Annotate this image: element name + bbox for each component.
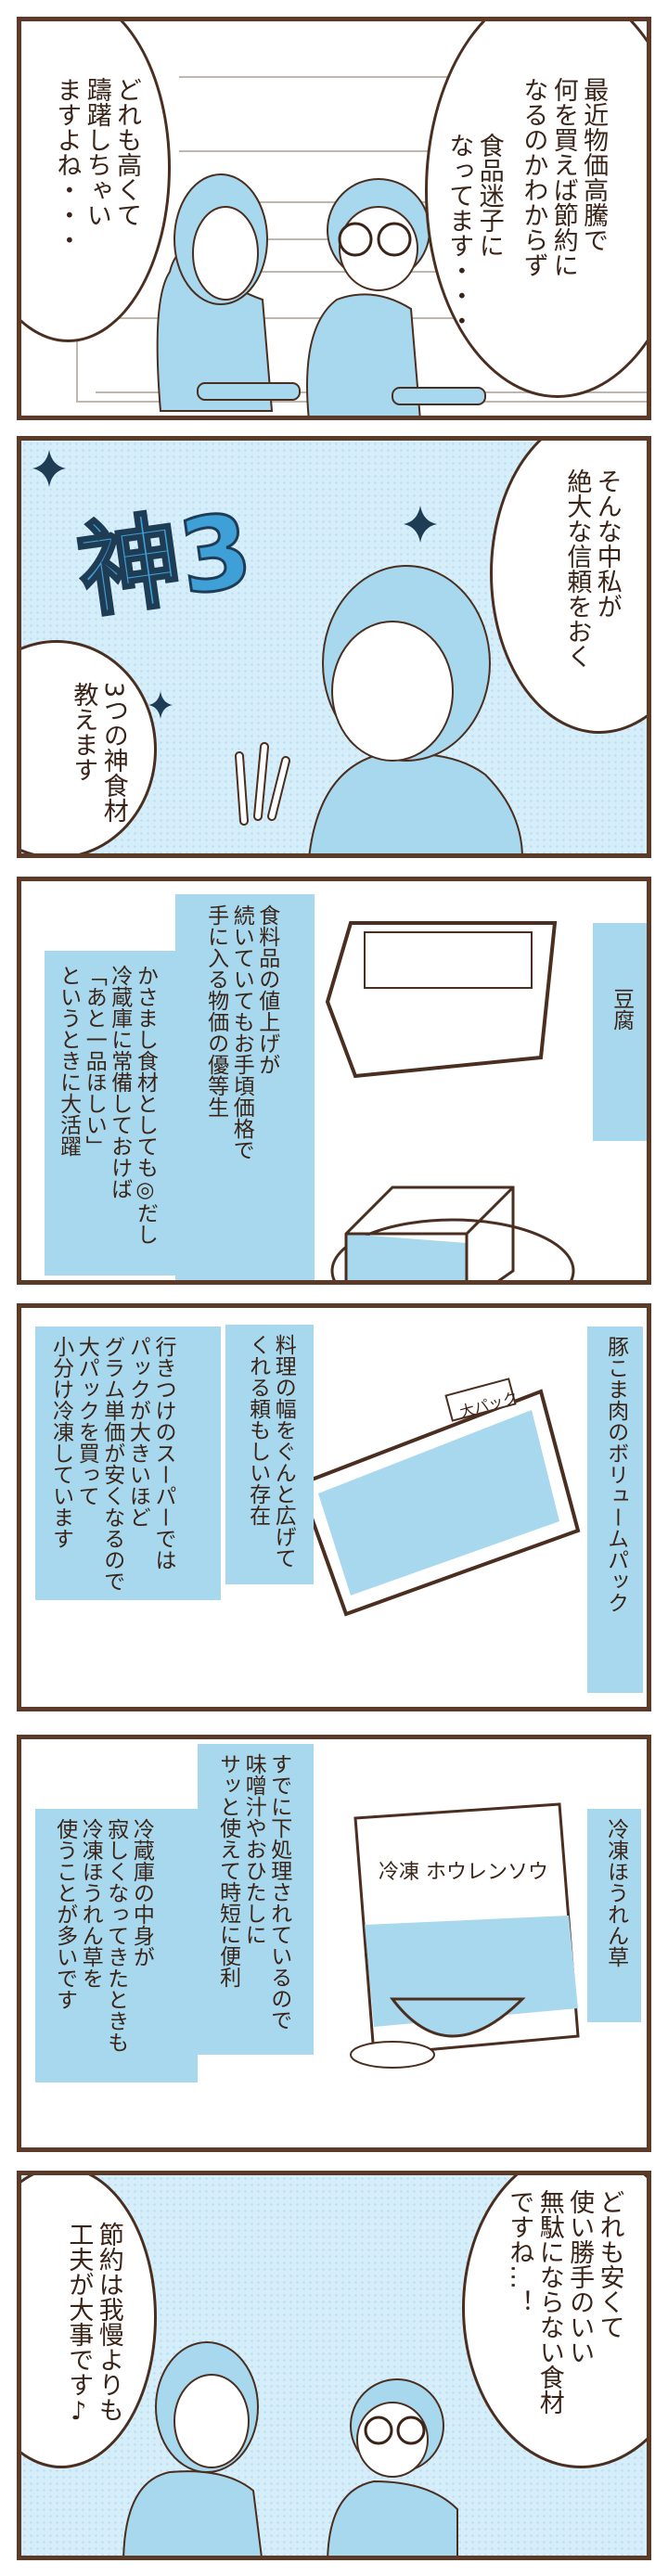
panel-5-frozen-spinach: 冷凍 ホウレンソウ 冷凍ほうれん草 すでに下処理されているので 味噌汁やおひたし…: [17, 1735, 651, 2152]
panel-3-tofu: 豆腐 食料品の値上げが 続いていてもお手頃価格で 手に入る物価の優等生 かさまし…: [17, 877, 651, 1285]
woman-holding-three-fingers-illustration: [32, 450, 523, 853]
item-label: [593, 923, 647, 1141]
caption-box-1: [198, 1744, 314, 2055]
line: 最近物価高騰で: [579, 77, 609, 252]
item-label: [587, 1326, 643, 1693]
line: そんな中私が: [592, 468, 622, 619]
line: 冷蔵庫の中身が: [129, 1818, 154, 1967]
panel-6-conclusion: どれも安くて 使い勝手のいい 無駄にならない食材 ですね…！ 節約は我慢よりも …: [17, 2171, 651, 2560]
pork-pack-illustration: 大パック: [297, 1378, 581, 1617]
caption-text-1: すでに下処理されているので 味噌汁やおひたしに サッと使えて時短に便利: [214, 1753, 291, 2031]
line: ですね…！: [505, 2189, 534, 2314]
line: 無駄にならない食材: [534, 2189, 564, 2415]
line: 食品迷子に: [474, 133, 504, 258]
sparkle-icon: [148, 691, 173, 719]
speech-text-1: そんな中私が 絶大な信頼をおく: [561, 468, 622, 669]
caption-text-2: 冷蔵庫の中身が 寂しくなってきたときも 冷凍ほうれん草を 使うことが多いです: [51, 1818, 154, 2053]
line: パックが大きいほど: [125, 1336, 150, 1528]
item-name: 冷凍ほうれん草: [603, 1818, 628, 1967]
title-kami-3: 神3: [70, 489, 261, 634]
line: 冷凍ほうれん草を: [78, 1818, 103, 1989]
panel-1-supermarket: 最近物価高騰で 何を買えば節約に なるのかわからず 食品迷子に なってます・・・…: [17, 17, 651, 420]
line: 続いていてもお手頃価格で: [229, 904, 254, 1160]
item-name: 豚こま肉のボリュームパック: [603, 1336, 628, 1613]
line: 使うことが多いです: [52, 1818, 77, 2010]
caption-text-2: かさまし食材としても◎だし 冷蔵庫に常備しておけば 「あと一品ほしい」 というと…: [55, 965, 158, 1245]
caption-box-1: [225, 1325, 314, 1584]
speech-text-3: どれも高くて 躊躇しちゃい ますよね・・・: [51, 77, 141, 252]
line: 料理の幅をぐんと広げて: [271, 1334, 296, 1569]
caption-text-1: 食料品の値上げが 続いていてもお手頃価格で 手に入る物価の優等生: [202, 904, 279, 1160]
line: グラム単価が安くなるので: [99, 1336, 124, 1592]
package-label: 冷凍 ホウレンソウ: [379, 1861, 548, 1884]
line: 「あと一品ほしい」: [82, 965, 107, 1157]
line: というときに大活躍: [56, 965, 81, 1157]
line: 小分け冷凍しています: [48, 1336, 73, 1549]
sparkle-icon: [32, 450, 66, 487]
caption-text-1: 料理の幅をぐんと広げて くれる頼もしい存在: [244, 1334, 296, 1569]
tofu-illustration: [325, 921, 575, 1280]
line: なるのかわからず: [519, 77, 548, 277]
line: 節約は我慢よりも: [94, 2222, 123, 2422]
line: 冷蔵庫に常備しておけば: [107, 965, 132, 1199]
caption-box-1: [175, 894, 315, 1280]
line: 手に入る物価の優等生: [203, 904, 228, 1118]
line: 食料品の値上げが: [254, 904, 279, 1075]
line: かさまし食材としても◎だし: [133, 965, 158, 1245]
item-label: [587, 1809, 641, 2022]
supermarket-shelves-illustration: [76, 76, 647, 416]
line: 何を買えば節約に: [548, 77, 578, 277]
line: サッと使えて時短に便利: [215, 1753, 240, 1988]
speech-text-2: 節約は我慢よりも 工夫が大事です♪: [63, 2222, 123, 2426]
line: 寂しくなってきたときも: [103, 1818, 128, 2053]
caption-box-2: [35, 1326, 221, 1600]
speech-text-1: 最近物価高騰で 何を買えば節約に なるのかわからず: [518, 77, 608, 277]
panel-2-god-three: 神3 そんな中私が 絶大な信頼をおく 3つの神食材 教えます: [17, 436, 651, 858]
speech-text-2: 3つの神食材 教えます: [68, 682, 128, 824]
speech-text-2: 食品迷子に なってます・・・: [443, 133, 504, 333]
line: どれも高くて: [112, 77, 142, 227]
speech-text-1: どれも安くて 使い勝手のいい 無駄にならない食材 ですね…！: [504, 2189, 624, 2415]
line: 3つの神食材: [98, 682, 128, 824]
panel-4-pork-pack: 大パック 豚こま肉のボリュームパック 料理の幅をぐんと広げて くれる頼もしい存在…: [17, 1303, 651, 1711]
line: 躊躇しちゃい: [82, 77, 111, 227]
two-women-illustration: [122, 2341, 458, 2556]
line: すでに下処理されているので: [266, 1753, 291, 2031]
line: 教えます: [69, 682, 98, 782]
line: 行きつけのスーパーでは: [150, 1336, 175, 1570]
line: 味噌汁やおひたしに: [241, 1753, 266, 1945]
line: 絶大な信頼をおく: [562, 468, 592, 669]
frozen-spinach-illustration: 冷凍 ホウレンソウ: [350, 1802, 580, 2069]
caption-box-2: [45, 951, 182, 1275]
line: どれも安くて: [595, 2189, 624, 2339]
caption-box-2: [35, 1809, 198, 2083]
item-name: 豆腐: [609, 988, 634, 1031]
caption-text-2: 行きつけのスーパーでは パックが大きいほど グラム単価が安くなるので 大パックを…: [47, 1336, 175, 1592]
line: 使い勝手のいい: [565, 2189, 595, 2365]
line: 大パックを買って: [74, 1336, 99, 1506]
line: なってます・・・: [444, 133, 474, 333]
sparkle-icon: [404, 506, 437, 543]
line: 工夫が大事です♪: [64, 2222, 94, 2426]
line: ますよね・・・: [52, 77, 82, 252]
line: くれる頼もしい存在: [245, 1334, 270, 1526]
